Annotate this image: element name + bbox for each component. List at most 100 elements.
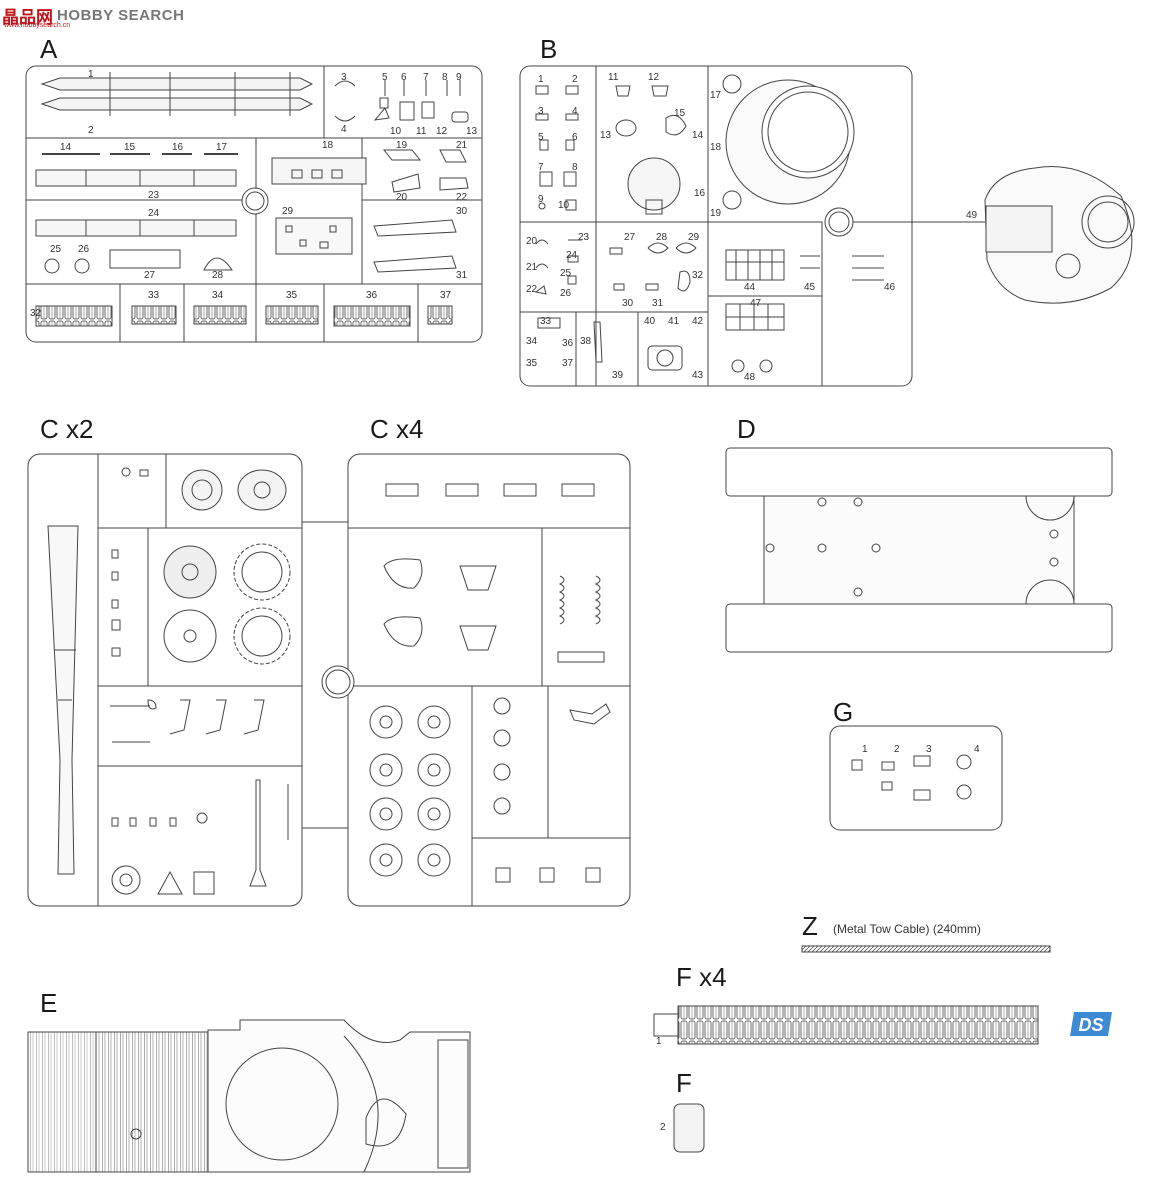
svg-text:10: 10 (558, 200, 570, 211)
svg-text:3: 3 (341, 72, 347, 83)
svg-text:29: 29 (282, 206, 294, 217)
svg-text:19: 19 (710, 208, 722, 219)
svg-text:12: 12 (648, 72, 660, 83)
sprue-f-label: F (676, 1068, 692, 1098)
svg-text:11: 11 (608, 72, 619, 83)
svg-text:31: 31 (652, 298, 664, 309)
sprue-c4 (302, 453, 631, 907)
sprue-a-label: A (40, 34, 58, 64)
svg-text:16: 16 (694, 188, 706, 199)
svg-text:4: 4 (974, 744, 980, 755)
svg-text:39: 39 (612, 370, 624, 381)
svg-text:22: 22 (526, 284, 538, 295)
svg-text:1: 1 (538, 74, 544, 85)
tow-cable-note: (Metal Tow Cable) (240mm) (833, 922, 981, 936)
svg-text:24: 24 (148, 208, 160, 219)
svg-text:25: 25 (50, 244, 62, 255)
svg-text:36: 36 (562, 338, 574, 349)
svg-text:30: 30 (456, 206, 468, 217)
svg-text:46: 46 (884, 282, 896, 293)
svg-text:9: 9 (456, 72, 462, 83)
watermark-cn: 晶品网 (2, 7, 53, 27)
svg-text:29: 29 (688, 232, 700, 243)
svg-text:13: 13 (466, 126, 478, 137)
sprue-e (27, 1019, 471, 1173)
svg-text:4: 4 (572, 106, 578, 117)
svg-text:26: 26 (78, 244, 90, 255)
sprue-g (829, 725, 1003, 831)
svg-text:37: 37 (440, 290, 452, 301)
svg-text:30: 30 (622, 298, 634, 309)
svg-text:15: 15 (674, 108, 686, 119)
sprue-c2-label: C x2 (40, 414, 94, 444)
svg-text:47: 47 (750, 298, 762, 309)
part-numbers: 1 2 3 4 5 6 7 8 9 10 11 12 13 14 15 16 1… (30, 69, 980, 1133)
svg-text:49: 49 (966, 210, 978, 221)
svg-text:33: 33 (148, 290, 160, 301)
svg-text:9: 9 (538, 194, 544, 205)
sprue-d-label: D (737, 414, 756, 444)
sprue-e-label: E (40, 988, 58, 1018)
hobbysearch-watermark: 晶品网 HOBBY SEARCH www.hobbysearch.cn (0, 0, 184, 30)
svg-text:15: 15 (124, 142, 136, 153)
svg-text:41: 41 (668, 316, 680, 327)
svg-text:12: 12 (436, 126, 448, 137)
svg-text:8: 8 (572, 162, 578, 173)
svg-text:1: 1 (656, 1036, 662, 1047)
sprue-z-label: Z (802, 911, 818, 941)
svg-text:2: 2 (572, 74, 578, 85)
svg-text:10: 10 (390, 126, 402, 137)
svg-text:2: 2 (894, 744, 900, 755)
svg-text:32: 32 (692, 270, 704, 281)
svg-text:27: 27 (144, 270, 156, 281)
svg-text:7: 7 (423, 72, 429, 83)
svg-text:42: 42 (692, 316, 704, 327)
svg-text:23: 23 (578, 232, 590, 243)
svg-text:3: 3 (926, 744, 932, 755)
sprue-f4-label: F x4 (676, 962, 727, 992)
svg-text:28: 28 (212, 270, 224, 281)
svg-text:13: 13 (600, 130, 612, 141)
svg-text:2: 2 (88, 125, 94, 136)
svg-text:20: 20 (396, 192, 408, 203)
svg-text:22: 22 (456, 192, 468, 203)
svg-text:27: 27 (624, 232, 636, 243)
svg-text:48: 48 (744, 372, 756, 383)
svg-text:1: 1 (88, 69, 94, 80)
sprue-d (725, 447, 1113, 653)
svg-text:6: 6 (572, 132, 578, 143)
svg-text:2: 2 (660, 1122, 666, 1133)
svg-text:23: 23 (148, 190, 160, 201)
svg-text:DS: DS (1078, 1015, 1103, 1035)
svg-text:18: 18 (710, 142, 722, 153)
sprue-c4-label: C x4 (370, 414, 424, 444)
watermark-en: HOBBY SEARCH (57, 6, 185, 24)
svg-text:45: 45 (804, 282, 816, 293)
watermark-url: www.hobbysearch.cn (4, 22, 71, 29)
svg-text:6: 6 (401, 72, 407, 83)
svg-text:44: 44 (744, 282, 756, 293)
svg-text:18: 18 (322, 140, 334, 151)
svg-text:40: 40 (644, 316, 656, 327)
svg-text:37: 37 (562, 358, 574, 369)
sprue-c2 (27, 453, 303, 907)
svg-text:21: 21 (456, 140, 468, 151)
track-run (653, 1005, 1039, 1045)
svg-text:35: 35 (286, 290, 298, 301)
svg-text:32: 32 (30, 308, 42, 319)
svg-text:17: 17 (710, 90, 722, 101)
sprue-g-label: G (833, 697, 854, 727)
svg-text:25: 25 (560, 268, 572, 279)
svg-text:4: 4 (341, 124, 347, 135)
svg-text:11: 11 (416, 126, 427, 137)
svg-text:26: 26 (560, 288, 572, 299)
svg-text:34: 34 (526, 336, 538, 347)
svg-text:33: 33 (540, 316, 552, 327)
svg-text:7: 7 (538, 162, 544, 173)
svg-text:21: 21 (526, 262, 538, 273)
svg-text:19: 19 (396, 140, 408, 151)
sprue-a (25, 65, 483, 343)
sprue-b (519, 65, 1135, 387)
ds-logo: DS (1070, 1012, 1112, 1036)
